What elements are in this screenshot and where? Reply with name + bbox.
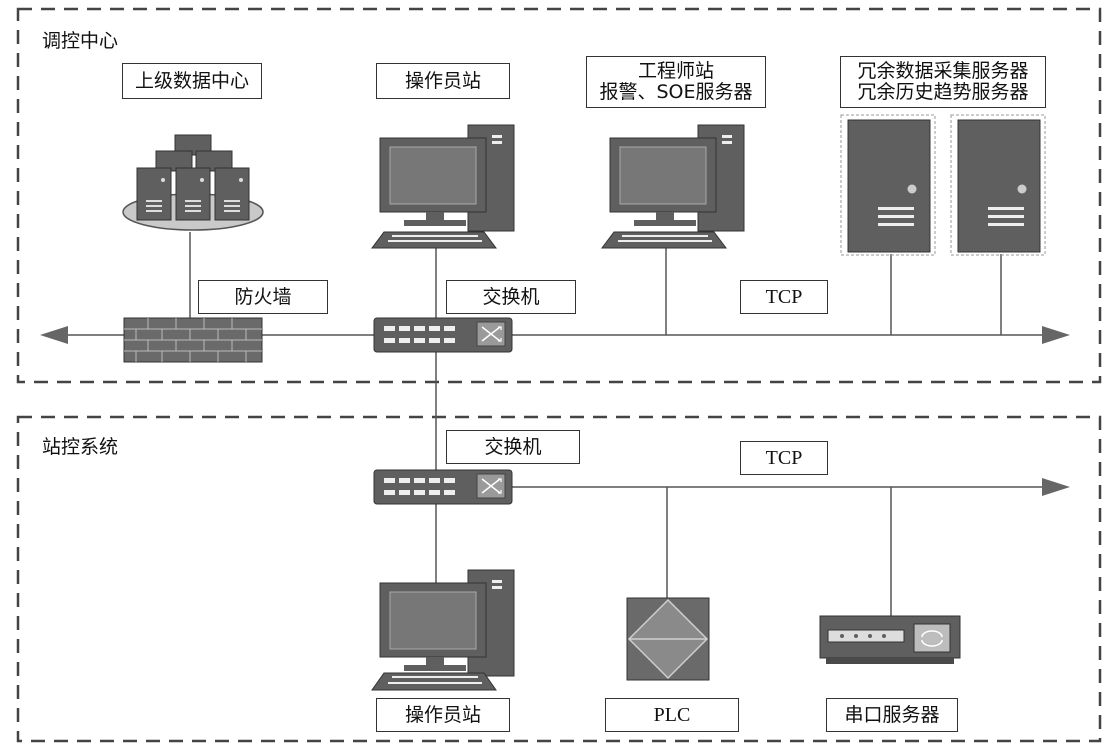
plc-icon <box>626 597 710 681</box>
engineer-station-label-line2: 报警、SOE服务器 <box>599 81 753 103</box>
switch-bottom-label: 交换机 <box>446 430 580 464</box>
redundant-server-1-icon <box>840 114 936 256</box>
bottom-network-bus <box>512 478 1070 496</box>
tcp-bottom-label: TCP <box>740 441 828 475</box>
operator-workstation-top-icon <box>371 124 515 249</box>
switch-top-label: 交换机 <box>446 280 576 314</box>
redundant-server-2-icon <box>950 114 1046 256</box>
redundant-servers-label-line1: 冗余数据采集服务器 <box>857 60 1029 83</box>
connector-lines <box>189 232 1002 616</box>
engineer-station-label-line1: 工程师站 <box>637 60 714 83</box>
switch-top-icon <box>373 317 513 353</box>
tcp-top-label: TCP <box>740 280 828 314</box>
operator-station-bottom-label: 操作员站 <box>376 698 510 732</box>
switch-bottom-icon <box>373 469 513 505</box>
redundant-servers-label: 冗余数据采集服务器 冗余历史趋势服务器 <box>840 56 1046 108</box>
operator-workstation-bottom-icon <box>371 569 515 691</box>
serial-server-label: 串口服务器 <box>826 698 958 732</box>
serial-server-icon <box>819 615 961 664</box>
control-center-zone <box>16 7 1102 384</box>
plc-label: PLC <box>605 698 739 732</box>
station-system-zone <box>16 415 1102 743</box>
redundant-servers-label-line2: 冗余历史趋势服务器 <box>857 81 1029 103</box>
station-system-title: 站控系统 <box>42 436 119 458</box>
engineer-station-label: 工程师站 报警、SOE服务器 <box>586 56 766 108</box>
upper-data-center-label: 上级数据中心 <box>122 63 262 99</box>
firewall-label: 防火墙 <box>198 280 328 314</box>
data-center-icon <box>122 134 264 231</box>
engineer-workstation-icon <box>601 124 745 249</box>
operator-station-top-label: 操作员站 <box>376 63 510 99</box>
firewall-icon <box>123 317 263 363</box>
control-center-title: 调控中心 <box>42 30 119 52</box>
